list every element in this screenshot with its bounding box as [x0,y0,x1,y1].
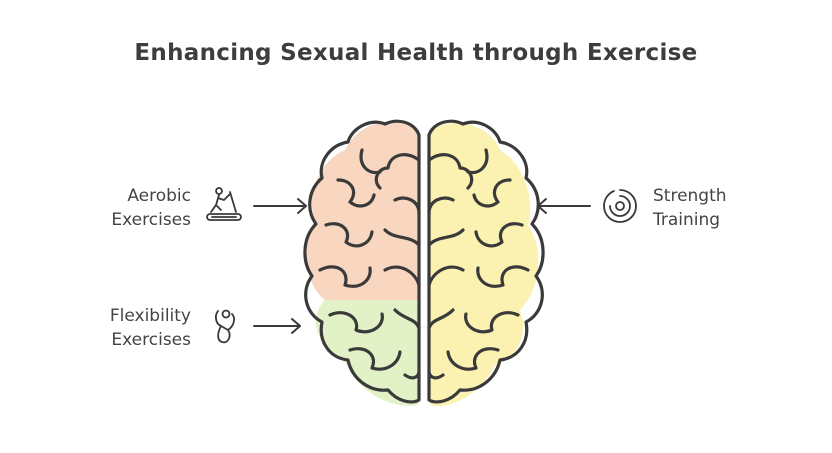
right-hemisphere-outline [427,119,545,404]
stretching-figure-icon [214,309,235,344]
concentric-target-icon [603,189,637,223]
strength-training-label: Strength Training [653,184,727,232]
arrow-flexibility [253,318,301,334]
label-line: Exercises [111,210,191,230]
aerobic-exercises-label: Aerobic Exercises [111,184,191,232]
diagram-title: Enhancing Sexual Health through Exercise [134,40,698,66]
label-line: Flexibility [109,306,191,326]
arrow-aerobic [253,198,307,214]
flexibility-exercises-label: Flexibility Exercises [110,304,191,352]
arrow-strength [537,198,591,214]
right-hemisphere-fill [430,122,539,406]
label-line: Exercises [111,330,191,350]
label-line: Strength [653,186,727,206]
label-line: Aerobic [127,186,191,206]
label-line: Training [653,210,721,230]
left-hemisphere-outline [303,119,421,404]
treadmill-icon [206,187,242,221]
left-hemisphere-fill [306,121,418,406]
